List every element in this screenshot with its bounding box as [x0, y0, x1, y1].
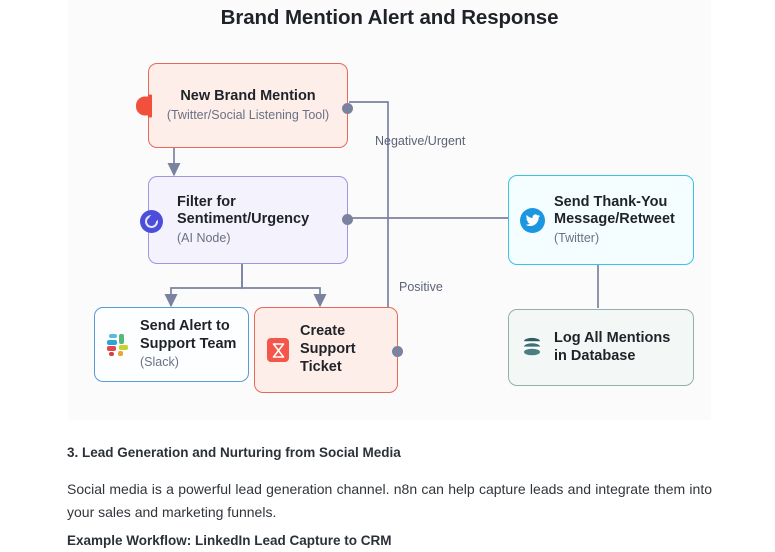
ticket-hourglass-icon: [265, 337, 291, 363]
node-subtitle: (Slack): [140, 355, 179, 370]
node-send-alert-support[interactable]: Send Alert to Support Team (Slack): [94, 307, 249, 382]
section-heading: 3. Lead Generation and Nurturing from So…: [67, 445, 401, 460]
edge-filter-to-slack: [164, 264, 243, 308]
node-title: Filter for Sentiment/Urgency: [177, 193, 310, 228]
node-subtitle: (Twitter): [554, 230, 600, 245]
node-title: New Brand Mention: [180, 87, 316, 104]
trigger-bolt-icon: [136, 94, 152, 117]
diagram-title: Brand Mention Alert and Response: [220, 6, 559, 29]
slack-icon: [105, 332, 131, 358]
example-workflow-subheading: Example Workflow: LinkedIn Lead Capture …: [67, 533, 392, 548]
database-icon: [519, 335, 545, 361]
node-title: Create Support Ticket: [300, 323, 356, 375]
ai-brain-icon: [138, 208, 164, 234]
twitter-bird-icon: [519, 207, 545, 233]
output-port[interactable]: [392, 346, 403, 357]
node-log-all-mentions[interactable]: Log All Mentions in Database: [508, 309, 694, 386]
edge-label-positive: Positive: [399, 280, 443, 294]
node-filter-sentiment[interactable]: Filter for Sentiment/Urgency (AI Node): [139, 176, 353, 264]
node-create-support-ticket[interactable]: Create Support Ticket: [254, 307, 403, 393]
edge-filter-to-ticket: [241, 264, 327, 308]
output-port[interactable]: [342, 214, 353, 225]
node-title: Send Alert to Support Team: [140, 318, 237, 352]
node-title: Log All Mentions in Database: [554, 329, 671, 364]
node-subtitle: (Twitter/Social Listening Tool): [166, 107, 330, 122]
node-send-thank-you[interactable]: Send Thank-You Message/Retweet (Twitter): [508, 175, 694, 265]
output-port[interactable]: [342, 103, 353, 114]
node-new-brand-mention[interactable]: New Brand Mention (Twitter/Social Listen…: [136, 63, 353, 148]
workflow-diagram-canvas: Brand Mention Alert and Response Neg: [68, 0, 711, 420]
node-title: Send Thank-You Message/Retweet: [554, 193, 675, 228]
edge-label-negative-urgent: Negative/Urgent: [375, 134, 466, 148]
edge-trigger-spine: [349, 101, 389, 218]
node-subtitle: (AI Node): [177, 230, 231, 245]
section-paragraph: Social media is a powerful lead generati…: [67, 481, 712, 520]
